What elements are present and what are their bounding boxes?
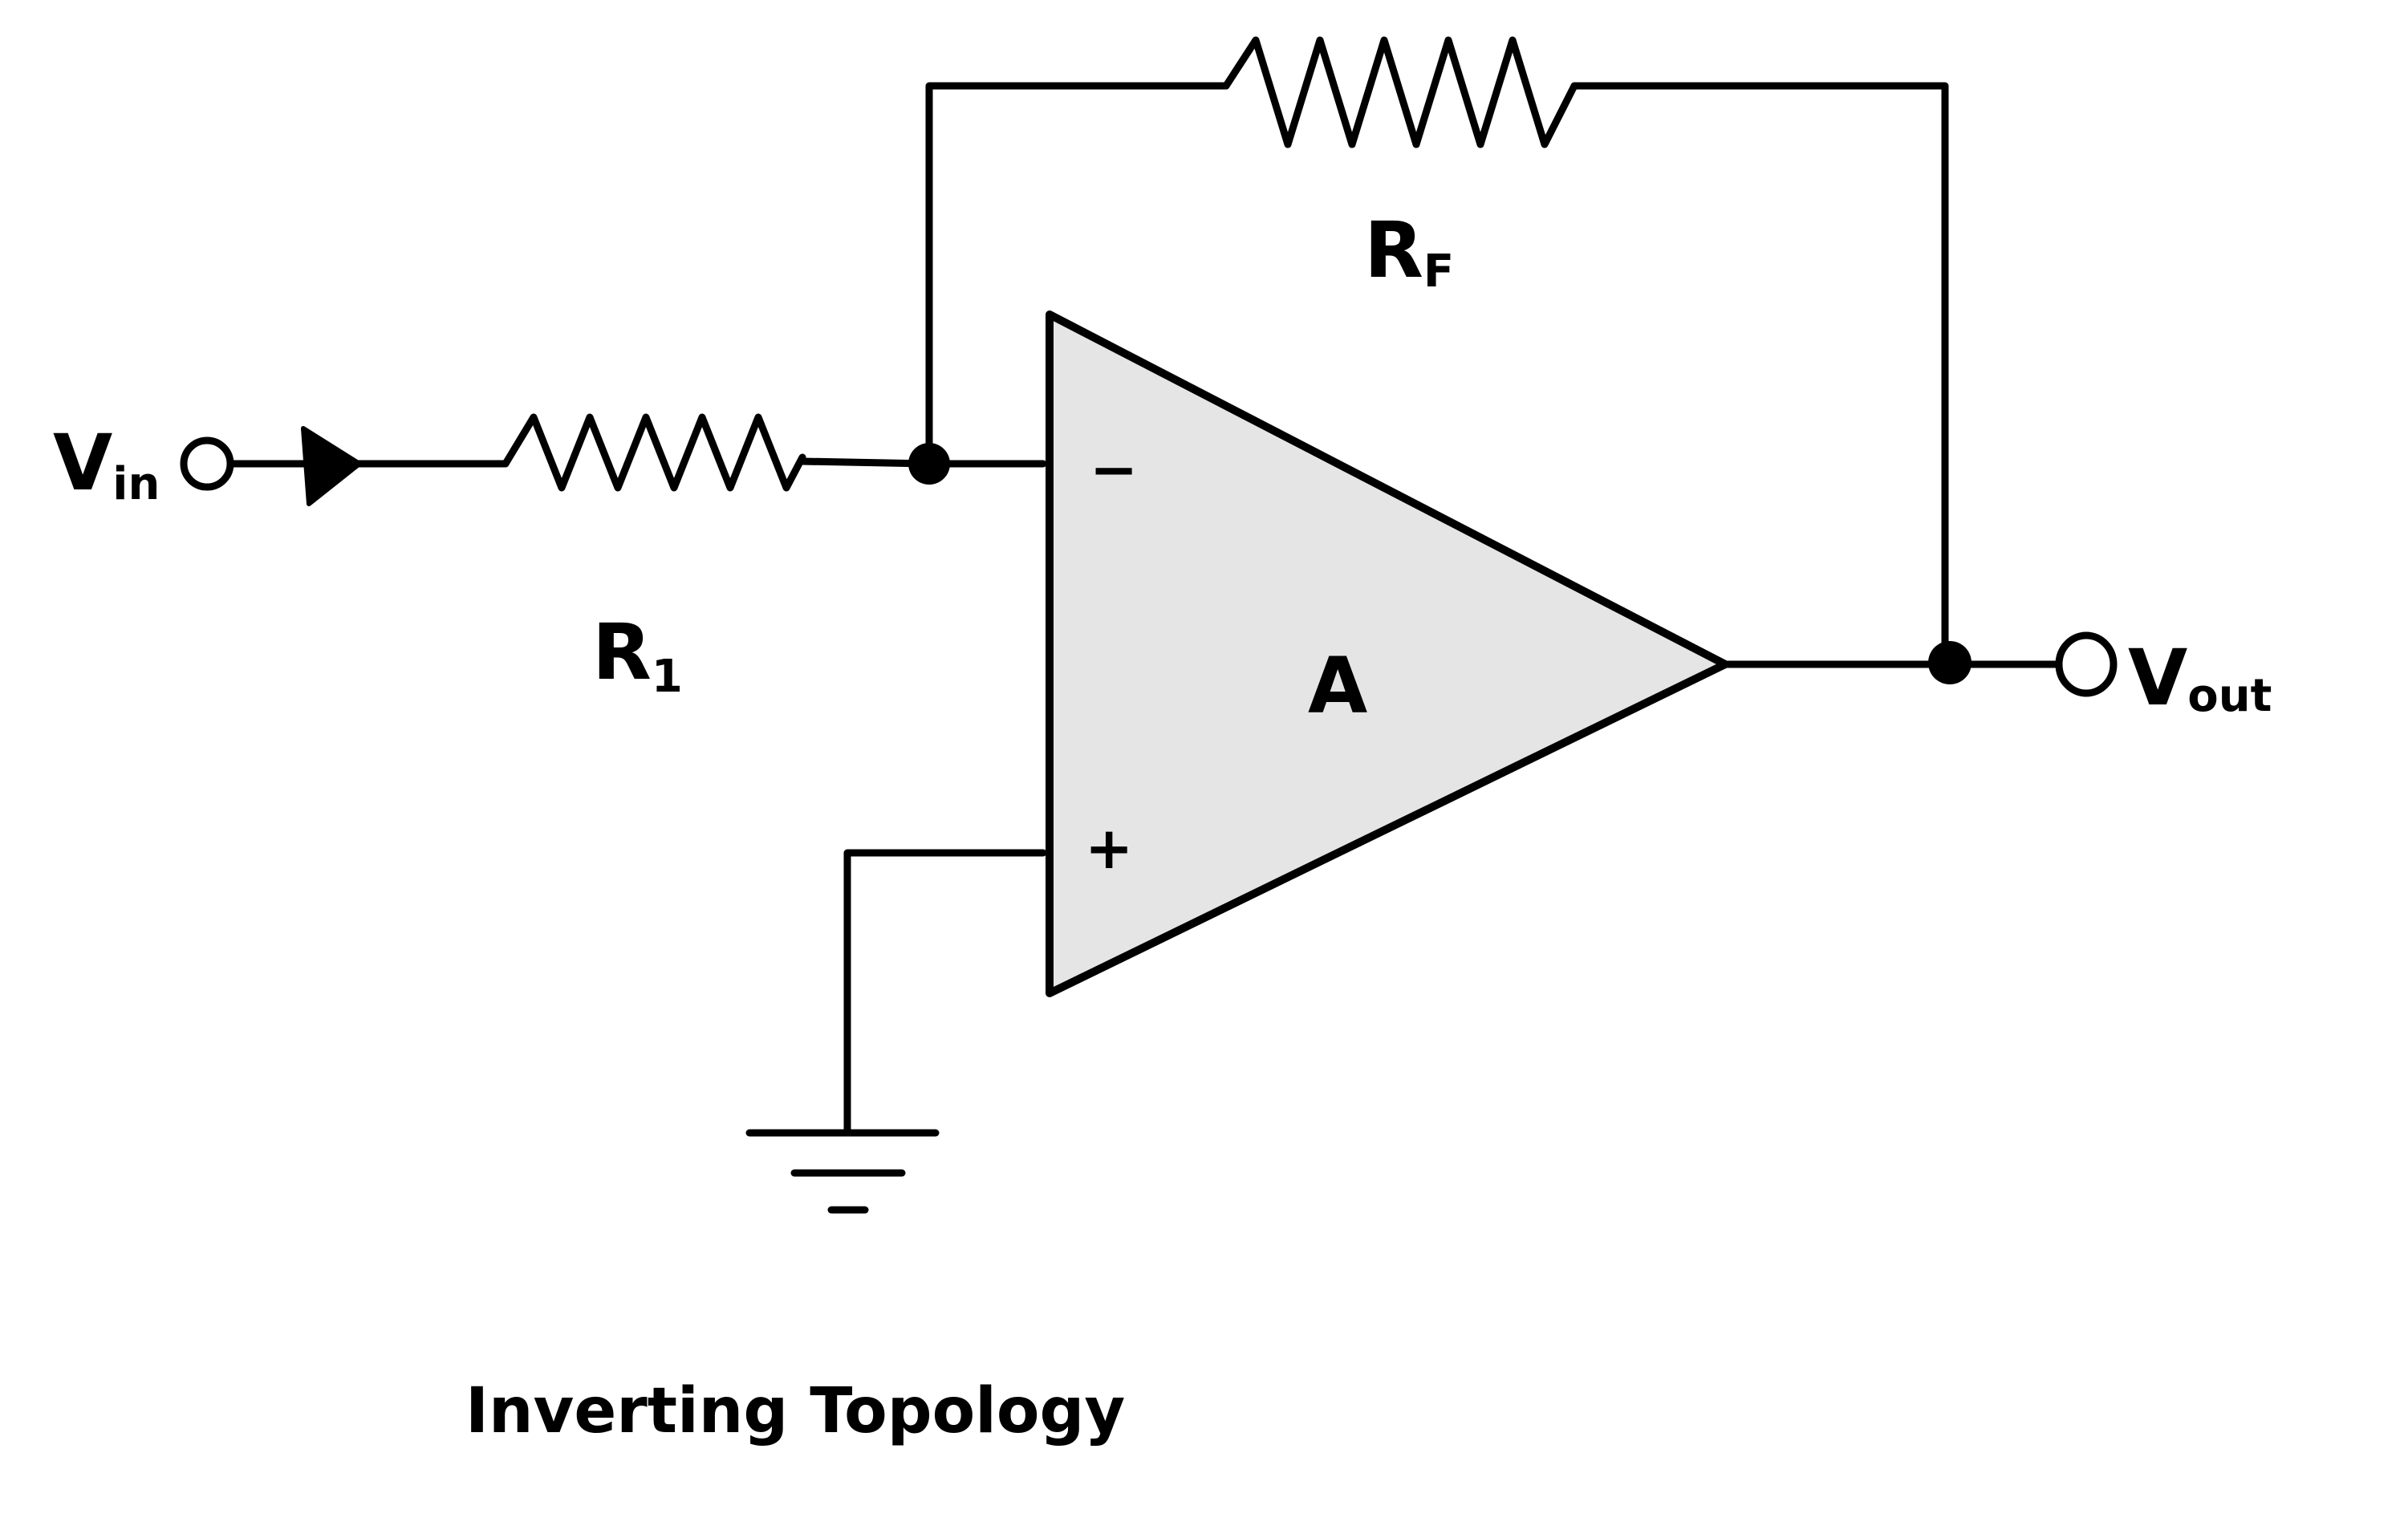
feedback-wire-left bbox=[925, 82, 1230, 468]
output-node-junction bbox=[1928, 641, 1971, 684]
feedback-wire-right bbox=[1570, 82, 1949, 668]
input-label: Vin bbox=[53, 418, 160, 510]
input-resistor-r1 bbox=[501, 413, 806, 492]
amplifier-gain-label: A bbox=[1308, 641, 1367, 731]
op-amp-triangle bbox=[1046, 310, 1729, 997]
output-label: Vout bbox=[2128, 633, 2272, 723]
input-arrow-icon bbox=[301, 426, 362, 506]
noninverting-input-sign: + bbox=[1085, 814, 1133, 882]
input-terminal bbox=[180, 436, 234, 491]
output-terminal bbox=[2055, 631, 2118, 697]
feedback-resistor-label: RF bbox=[1364, 205, 1454, 298]
noninverting-input-wire bbox=[843, 849, 1047, 1137]
inverting-input-sign: − bbox=[1090, 436, 1138, 503]
input-resistor-label: R1 bbox=[592, 607, 683, 703]
ground-icon bbox=[745, 1129, 940, 1214]
diagram-caption: Inverting Topology bbox=[465, 1375, 1125, 1447]
feedback-resistor-rf bbox=[1222, 36, 1578, 148]
